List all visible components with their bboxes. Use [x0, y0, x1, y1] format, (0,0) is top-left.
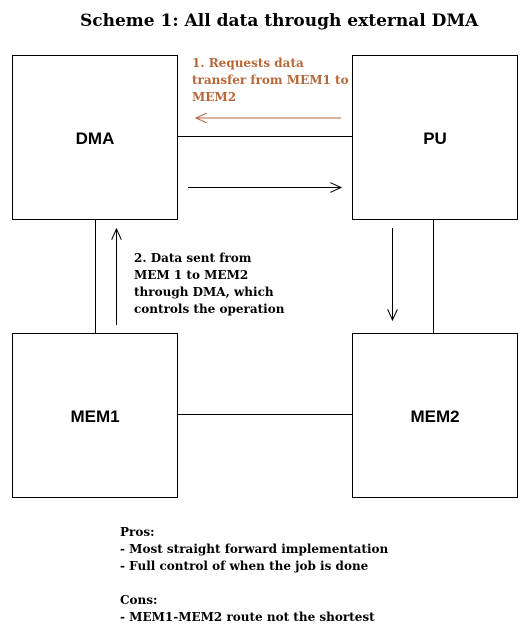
mem2-label: MEM2 — [410, 407, 459, 426]
pu-box: PU — [352, 55, 518, 220]
data-sent-annotation-line: MEM 1 to MEM2 — [134, 268, 248, 282]
data-sent-annotation: 2. Data sent from MEM 1 to MEM2 through … — [134, 251, 285, 316]
pros-heading: Pros: — [120, 525, 155, 539]
dma-box: DMA — [12, 55, 178, 220]
cons-heading: Cons: — [120, 593, 157, 607]
request-annotation-line: transfer from MEM1 to — [192, 73, 349, 87]
cons-section: Cons: - MEM1-MEM2 route not the shortest — [120, 593, 375, 624]
data-sent-annotation-line: 2. Data sent from — [134, 251, 252, 265]
request-annotation-line: MEM2 — [192, 90, 236, 104]
pros-item: - Most straight forward implementation — [120, 542, 389, 556]
cons-item: - MEM1-MEM2 route not the shortest — [120, 610, 375, 624]
dma-label: DMA — [76, 129, 115, 148]
mem2-box: MEM2 — [352, 333, 518, 498]
mem1-label: MEM1 — [70, 407, 119, 426]
mem1-box: MEM1 — [12, 333, 178, 498]
data-sent-annotation-line: controls the operation — [134, 302, 285, 316]
pros-item: - Full control of when the job is done — [120, 559, 369, 573]
diagram-title: Scheme 1: All data through external DMA — [80, 11, 479, 31]
request-annotation-line: 1. Requests data — [192, 56, 304, 70]
pu-label: PU — [423, 129, 447, 148]
pros-section: Pros: - Most straight forward implementa… — [120, 525, 392, 573]
data-sent-annotation-line: through DMA, which — [134, 285, 274, 299]
request-annotation: 1. Requests data transfer from MEM1 to M… — [192, 56, 353, 104]
